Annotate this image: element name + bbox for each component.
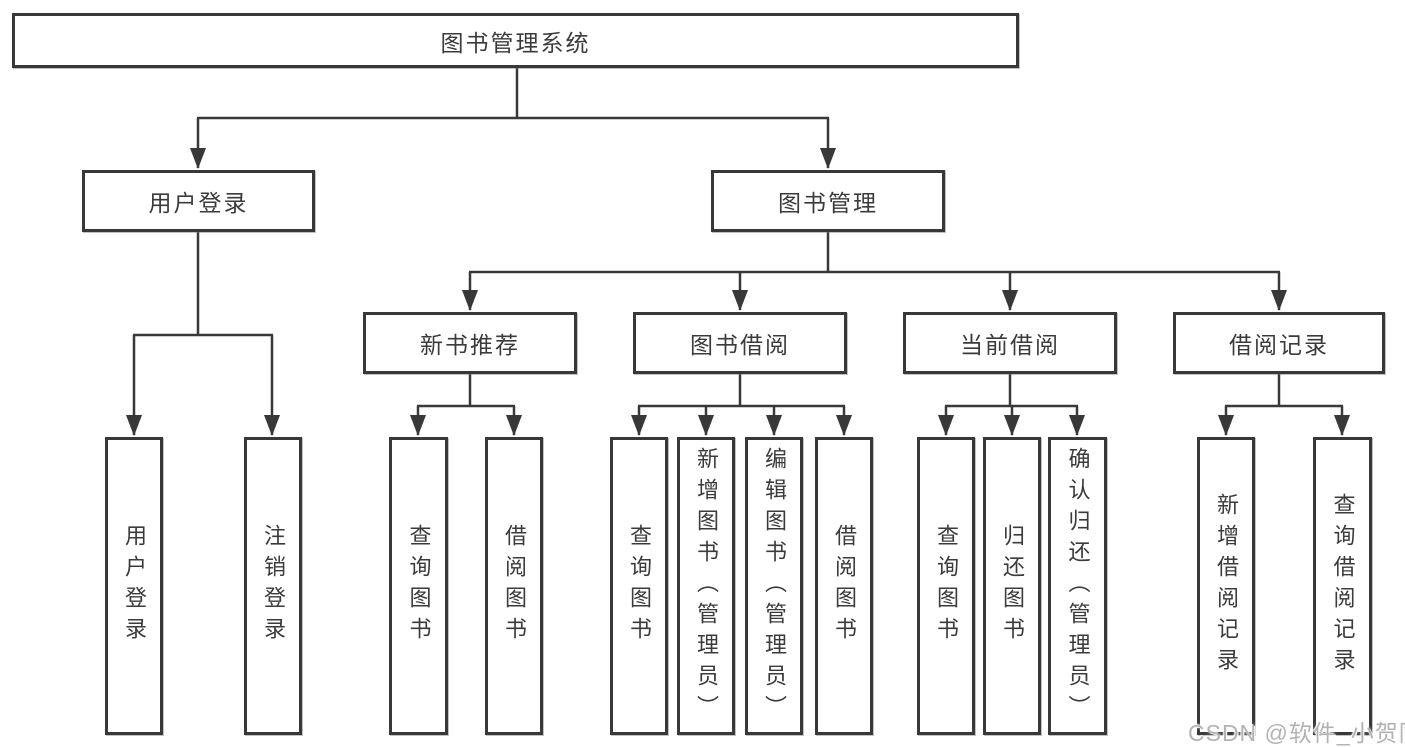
leaf-return-book: 归还图书 xyxy=(983,437,1041,735)
node-book-management-label: 图书管理 xyxy=(778,190,878,216)
node-book-borrow: 图书借阅 xyxy=(633,312,847,374)
node-book-borrow-label: 图书借阅 xyxy=(690,332,790,358)
leaf-query-borrow-record-label: 查询借阅记录 xyxy=(1330,493,1356,679)
node-new-book-recommend: 新书推荐 xyxy=(363,312,577,374)
node-new-book-recommend-label: 新书推荐 xyxy=(420,332,520,358)
leaf-logout: 注销登录 xyxy=(244,437,302,735)
node-borrow-records-label: 借阅记录 xyxy=(1229,332,1329,358)
node-root: 图书管理系统 xyxy=(12,13,1019,68)
leaf-query-book-borrow-label: 查询图书 xyxy=(627,524,652,648)
leaf-add-borrow-record-label: 新增借阅记录 xyxy=(1214,493,1239,679)
node-root-label: 图书管理系统 xyxy=(440,29,591,56)
leaf-confirm-return-admin: 确认归还（管理员） xyxy=(1048,437,1107,735)
leaf-add-book-admin-label: 新增图书（管理员） xyxy=(694,446,719,726)
node-user-login: 用户登录 xyxy=(82,170,315,232)
leaf-borrow-book-2: 借阅图书 xyxy=(815,437,873,735)
connector-book-management xyxy=(462,232,1287,311)
leaf-add-borrow-record: 新增借阅记录 xyxy=(1197,437,1255,735)
leaf-borrow-book-recommend: 借阅图书 xyxy=(485,437,543,735)
leaf-query-book-borrow: 查询图书 xyxy=(610,437,668,735)
leaf-query-book-current-label: 查询图书 xyxy=(934,524,959,648)
connector-new-book-recommend xyxy=(410,374,522,436)
node-current-borrow-label: 当前借阅 xyxy=(960,332,1060,358)
leaf-confirm-return-admin-label: 确认归还（管理员） xyxy=(1065,446,1091,726)
leaf-user-login-label: 用户登录 xyxy=(122,524,147,648)
connector-borrow-records xyxy=(1218,374,1350,436)
leaf-logout-label: 注销登录 xyxy=(261,524,286,648)
connector-book-borrow xyxy=(631,374,852,436)
connector-user-login xyxy=(126,232,280,436)
node-current-borrow: 当前借阅 xyxy=(903,312,1117,374)
leaf-query-borrow-record: 查询借阅记录 xyxy=(1313,437,1372,735)
leaf-query-book-current: 查询图书 xyxy=(917,437,975,735)
connector-current-borrow xyxy=(938,374,1085,436)
leaf-add-book-admin: 新增图书（管理员） xyxy=(677,437,735,735)
leaf-return-book-label: 归还图书 xyxy=(1000,524,1025,648)
leaf-edit-book-admin-label: 编辑图书（管理员） xyxy=(762,446,787,726)
leaf-edit-book-admin: 编辑图书（管理员） xyxy=(745,437,803,735)
leaf-query-book-recommend-label: 查询图书 xyxy=(406,524,432,648)
leaf-query-book-recommend: 查询图书 xyxy=(389,437,448,735)
connector-root xyxy=(190,68,836,169)
csdn-watermark: CSDN @软件_小贺同学 xyxy=(1188,720,1405,746)
node-user-login-label: 用户登录 xyxy=(148,190,249,216)
leaf-borrow-book-2-label: 借阅图书 xyxy=(832,524,857,648)
node-book-management: 图书管理 xyxy=(711,170,945,232)
leaf-user-login: 用户登录 xyxy=(105,437,163,735)
leaf-borrow-book-recommend-label: 借阅图书 xyxy=(502,524,527,648)
node-borrow-records: 借阅记录 xyxy=(1173,312,1385,374)
